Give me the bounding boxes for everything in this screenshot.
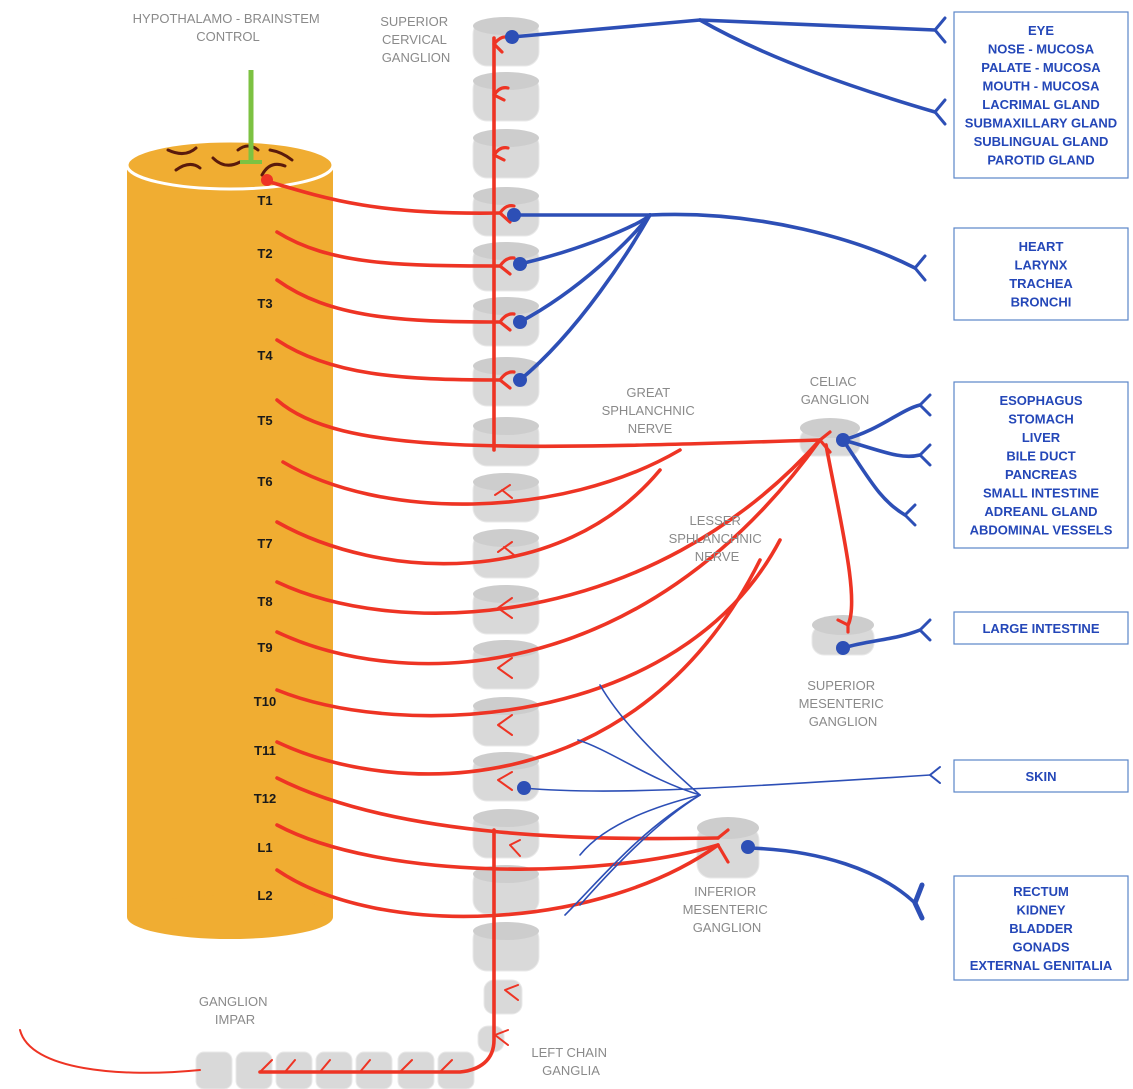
segment-label: T5: [257, 413, 272, 428]
organ-label: BILE DUCT: [1006, 449, 1075, 464]
segment-label: T12: [254, 791, 276, 806]
organ-box: HEART LARYNX TRACHEA BRONCHI: [953, 227, 1129, 321]
organ-label: RECTUM: [1013, 884, 1069, 899]
organ-label: LARYNX: [1015, 258, 1068, 273]
organ-label: SUBLINGUAL GLAND: [974, 134, 1109, 149]
segment-label: T10: [254, 694, 276, 709]
ganglion-impar-label: GANGLION IMPAR: [199, 994, 271, 1027]
organ-box: EYE NOSE - MUCOSA PALATE - MUCOSA MOUTH - M…: [953, 11, 1129, 179]
sympathetic-chain: [195, 17, 540, 1089]
segment-label: L2: [257, 888, 272, 903]
great-splanchnic-nerve-label: GREAT SPHLANCHNIC NERVE: [602, 385, 699, 436]
organ-label: LACRIMAL GLAND: [982, 97, 1099, 112]
segment-label: T1: [257, 193, 272, 208]
organ-label: SKIN: [1025, 769, 1056, 784]
organ-label: SMALL INTESTINE: [983, 486, 1099, 501]
terminal-endings: [903, 16, 947, 921]
organ-label: HEART: [1019, 239, 1064, 254]
chain-ganglion: [472, 297, 540, 347]
organ-label: BRONCHI: [1011, 295, 1072, 310]
hypothalamo-label: HYPOTHALAMO - BRAINSTEM CONTROL: [133, 11, 324, 44]
control-input: [240, 70, 262, 164]
organ-box: ESOPHAGUS STOMACH LIVER BILE DUCT PANCREAS SM…: [953, 381, 1129, 549]
chain-ganglion: [472, 640, 540, 690]
superior-cervical-ganglion-label: SUPERIOR CERVICAL GANGLION: [380, 14, 452, 65]
left-chain-ganglia-label: LEFT CHAIN GANGLIA: [531, 1045, 610, 1078]
segment-label: T7: [257, 536, 272, 551]
postganglionic-fibers: [510, 18, 937, 916]
organ-label: NOSE - MUCOSA: [988, 42, 1095, 57]
segment-label: T6: [257, 474, 272, 489]
organ-label: LIVER: [1022, 430, 1061, 445]
chain-ganglion: [472, 129, 540, 179]
organ-box: RECTUM KIDNEY BLADDER GONADS EXTERNAL GENITA…: [953, 875, 1129, 981]
chain-ganglion: [472, 922, 540, 972]
lesser-splanchnic-nerve-label: LESSER SPHLANCHNIC NERVE: [669, 513, 766, 564]
chain-ganglion: [472, 697, 540, 747]
gray-matter-pattern: [166, 144, 294, 177]
target-organs: EYE NOSE - MUCOSA PALATE - MUCOSA MOUTH - M…: [953, 11, 1129, 981]
segment-label: T9: [257, 640, 272, 655]
organ-label: ESOPHAGUS: [999, 393, 1082, 408]
organ-label: PANCREAS: [1005, 467, 1077, 482]
chain-ganglion: [472, 529, 540, 579]
spinal-cord: [125, 139, 335, 939]
neuron-cell-bodies: [261, 30, 850, 854]
celiac-ganglion-label: CELIAC GANGLION: [801, 374, 870, 407]
organ-label: SUBMAXILLARY GLAND: [965, 116, 1117, 131]
chain-ganglion: [472, 242, 540, 292]
organ-label: ADREANL GLAND: [984, 504, 1097, 519]
organ-label: PALATE - MUCOSA: [981, 60, 1101, 75]
ganglion-impar-segment: [195, 1051, 233, 1089]
organ-label: EYE: [1028, 23, 1054, 38]
organ-label: BLADDER: [1009, 921, 1073, 936]
organ-label: KIDNEY: [1016, 902, 1065, 917]
segment-label: T11: [254, 743, 276, 758]
superior-mesenteric-ganglion-label: SUPERIOR MESENTERIC GANGLION: [799, 678, 888, 729]
segment-label: T4: [257, 348, 273, 363]
chain-ganglion: [472, 473, 540, 523]
organ-label: LARGE INTESTINE: [982, 621, 1099, 636]
organ-box: LARGE INTESTINE: [953, 611, 1129, 645]
chain-ganglion: [472, 585, 540, 635]
organ-box: SKIN: [953, 759, 1129, 793]
chain-ganglion: [472, 417, 540, 467]
chain-ganglion: [472, 809, 540, 859]
segment-label: T2: [257, 246, 272, 261]
inferior-mesenteric-ganglion-label: INFERIOR MESENTERIC GANGLION: [683, 884, 772, 935]
organ-label: ABDOMINAL VESSELS: [970, 523, 1113, 538]
organ-label: MOUTH - MUCOSA: [983, 79, 1101, 94]
organ-label: PAROTID GLAND: [987, 153, 1094, 168]
preganglionic-fibers: [19, 36, 854, 1074]
chain-ganglion: [472, 17, 540, 67]
chain-ganglion: [472, 72, 540, 122]
organ-label: GONADS: [1012, 939, 1069, 954]
chain-ganglion: [472, 865, 540, 915]
segment-label: T8: [257, 594, 272, 609]
organ-label: STOMACH: [1008, 412, 1073, 427]
segment-label: L1: [257, 840, 272, 855]
organ-label: EXTERNAL GENITALIA: [970, 958, 1113, 973]
chain-ganglion: [472, 187, 540, 237]
organ-label: TRACHEA: [1009, 276, 1073, 291]
segment-label: T3: [257, 296, 272, 311]
